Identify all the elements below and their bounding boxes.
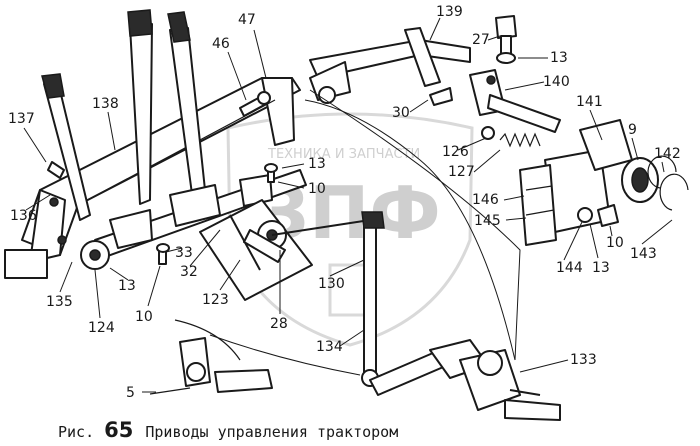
callout-126: 126 (442, 144, 469, 160)
callout-27: 27 (472, 32, 490, 48)
callout-leaders (23, 17, 673, 393)
callout-10c: 10 (135, 309, 153, 325)
upper-shaft (309, 27, 561, 133)
figure-caption: Рис. 65 Приводы управления трактором (58, 418, 398, 442)
callout-28: 28 (270, 316, 288, 332)
caption-title: Приводы управления трактором (145, 423, 399, 441)
callout-5: 5 (126, 385, 135, 401)
callout-143: 143 (630, 246, 657, 262)
callout-32: 32 (180, 264, 198, 280)
selector-bracket (519, 119, 689, 246)
callout-136: 136 (10, 208, 37, 224)
callout-145: 145 (474, 213, 501, 229)
callout-47: 47 (238, 12, 256, 28)
callout-10b: 10 (606, 235, 624, 251)
callout-13: 13 (550, 50, 568, 66)
hand-levers (41, 9, 206, 221)
watermark-arc-text: ТЕХНИКА И ЗАПЧАСТИ (267, 147, 420, 162)
callout-30: 30 (392, 105, 410, 121)
callout-135: 135 (46, 294, 73, 310)
fasteners (47, 91, 278, 265)
callout-13b: 13 (308, 156, 326, 172)
callout-130: 130 (318, 276, 345, 292)
callout-133: 133 (570, 352, 597, 368)
pin-clevis (149, 319, 273, 395)
callout-33: 33 (175, 245, 193, 261)
control-bracket (4, 77, 301, 279)
callout-141: 141 (576, 94, 603, 110)
callout-46: 46 (212, 36, 230, 52)
callout-123: 123 (202, 292, 229, 308)
bolt-washer (495, 15, 517, 64)
callout-137: 137 (8, 111, 35, 127)
callout-138: 138 (92, 96, 119, 112)
caption-prefix: Рис. (58, 423, 95, 441)
callout-146: 146 (472, 192, 499, 208)
figure-number: 65 (104, 418, 134, 442)
callout-13d: 13 (118, 278, 136, 294)
callout-139: 139 (436, 4, 463, 20)
leader-lines (209, 89, 521, 376)
callout-labels: 139 47 27 13 46 140 138 30 141 137 126 9… (8, 4, 681, 401)
control-rod (271, 211, 385, 387)
lower-shaft (369, 339, 561, 421)
callout-142: 142 (654, 146, 681, 162)
callout-140: 140 (543, 74, 570, 90)
callout-127: 127 (448, 164, 475, 180)
lever-shaft (80, 169, 307, 270)
spring (481, 126, 541, 148)
callout-124: 124 (88, 320, 115, 336)
callout-13c: 13 (592, 260, 610, 276)
callout-9: 9 (628, 122, 637, 138)
callout-10: 10 (308, 181, 326, 197)
callout-144: 144 (556, 260, 583, 276)
callout-134: 134 (316, 339, 343, 355)
